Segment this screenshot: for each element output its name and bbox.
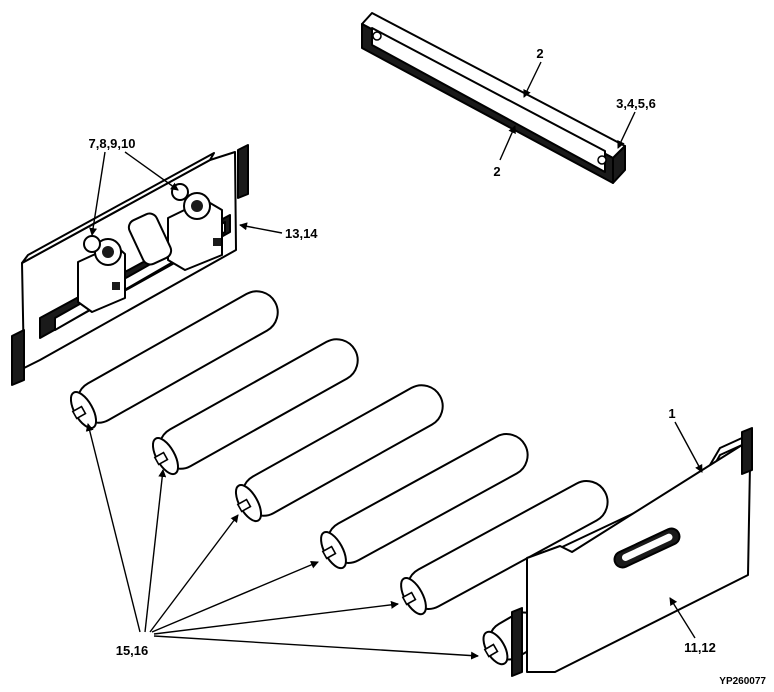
roller-group [69, 290, 609, 666]
label-2a: 2 [536, 46, 543, 61]
label-3: 3,4,5,6 [616, 96, 656, 111]
label-15: 15,16 [116, 643, 149, 658]
left-bracket-assembly [11, 144, 249, 386]
top-bracket-bar [361, 12, 626, 184]
label-1: 1 [668, 406, 675, 421]
leader-lines [85, 61, 703, 660]
roller-5 [400, 480, 609, 616]
leader-7b [124, 151, 179, 191]
roller-2 [151, 338, 359, 476]
leader-2b [499, 125, 516, 161]
leader-1 [674, 421, 703, 473]
roller-4 [320, 433, 529, 570]
label-2b: 2 [493, 164, 500, 179]
roller-1 [69, 290, 279, 430]
right-bracket-plate [511, 427, 753, 677]
leader-15c [149, 514, 239, 633]
leader-15d [151, 561, 319, 633]
label-13: 13,14 [285, 226, 318, 241]
leader-15e [153, 600, 399, 635]
roller-3 [234, 384, 444, 523]
figure-code: YP260077 [719, 676, 766, 687]
label-7: 7,8,9,10 [89, 136, 136, 151]
leader-15b [144, 469, 167, 633]
leader-15a [85, 423, 141, 633]
label-11: 11,12 [684, 640, 716, 655]
leader-3 [617, 111, 636, 149]
leader-7a [89, 151, 106, 236]
leader-11 [669, 597, 696, 639]
leader-15f [153, 635, 479, 660]
leader-13 [239, 222, 283, 234]
leader-2a [523, 61, 542, 98]
